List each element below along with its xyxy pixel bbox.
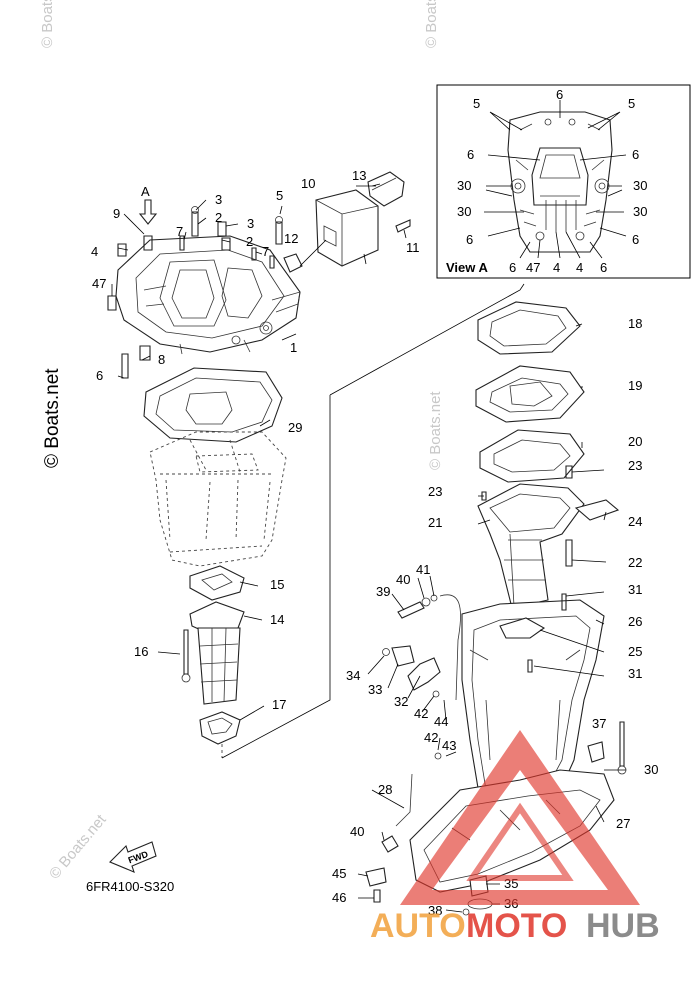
callout-30: 30	[644, 762, 658, 777]
callout-20: 20	[628, 434, 642, 449]
callout-26: 26	[628, 614, 642, 629]
callout-1: 1	[290, 340, 297, 355]
callout-31-bottom: 31	[628, 666, 642, 681]
callout-16: 16	[134, 644, 148, 659]
callout-21: 21	[428, 515, 442, 530]
callout-19: 19	[628, 378, 642, 393]
callout-41: 41	[416, 562, 430, 577]
exhaust-manifold-21	[477, 483, 620, 609]
view-a-callout-6-lower-right: 6	[632, 232, 639, 247]
view-a-frame	[436, 84, 691, 279]
assembly-guide-line	[221, 283, 525, 759]
view-a-callout-30-left-lower: 30	[457, 204, 471, 219]
callout-9: 9	[113, 206, 120, 221]
watermark-mid-left: © Boats.net	[42, 368, 63, 468]
view-a-housing-drawing	[507, 111, 613, 253]
callout-3-mid: 3	[247, 216, 254, 231]
callout-10: 10	[301, 176, 315, 191]
callout-6: 6	[96, 368, 103, 383]
callout-24: 24	[628, 514, 642, 529]
logo-triangle-icon	[400, 730, 640, 905]
logo-text-auto: AUTO	[370, 907, 466, 945]
strainer-group	[181, 565, 245, 758]
view-a-callout-6-left: 6	[467, 147, 474, 162]
callout-17: 17	[272, 697, 286, 712]
callout-18: 18	[628, 316, 642, 331]
oil-pan	[149, 431, 287, 567]
view-a-callout-6-bottom-a: 6	[509, 260, 516, 275]
view-a-callout-47-bottom: 47	[526, 260, 540, 275]
callout-38: 38	[428, 903, 442, 918]
logo-text-moto: MOTO	[466, 907, 567, 945]
view-a-callout-6-bottom-b: 6	[600, 260, 607, 275]
callout-29: 29	[288, 420, 302, 435]
view-a-callout-5-right: 5	[628, 96, 635, 111]
callout-47: 47	[92, 276, 106, 291]
callout-7-right: 7	[262, 244, 269, 259]
watermark-group: © Boats.net © Boats.net © Boats.net © Bo…	[39, 0, 444, 883]
callout-4: 4	[91, 244, 98, 259]
callout-7-left: 7	[176, 224, 183, 239]
view-a-callout-4-bottom-a: 4	[553, 260, 560, 275]
gasket-29	[143, 367, 283, 443]
view-a-callout-5-left: 5	[473, 96, 480, 111]
callout-a-arrow: A	[141, 184, 150, 199]
callout-27: 27	[616, 816, 630, 831]
callout-44: 44	[434, 714, 448, 729]
callout-42-bottom: 42	[424, 730, 438, 745]
callout-3-top: 3	[215, 192, 222, 207]
callout-46: 46	[332, 890, 346, 905]
callout-2-top: 2	[215, 210, 222, 225]
callout-14: 14	[270, 612, 284, 627]
watermark-top-right: © Boats.net	[423, 0, 440, 48]
callout-2-mid: 2	[246, 234, 253, 249]
callout-39: 39	[376, 584, 390, 599]
callout-43: 43	[442, 738, 456, 753]
callout-32: 32	[394, 694, 408, 709]
logo-text-hub: HUB	[586, 907, 660, 945]
callout-8: 8	[158, 352, 165, 367]
callout-42-top: 42	[414, 706, 428, 721]
view-a-callout-6-top: 6	[556, 87, 563, 102]
automotohub-logo: AUTO MOTO HUB	[370, 730, 660, 945]
callout-13: 13	[352, 168, 366, 183]
callout-15: 15	[270, 577, 284, 592]
callout-33: 33	[368, 682, 382, 697]
view-a-callout-6-lower-left: 6	[466, 232, 473, 247]
leader-lines	[111, 183, 626, 913]
callout-40-top: 40	[396, 572, 410, 587]
view-a-title: View A	[446, 260, 489, 275]
callout-37: 37	[592, 716, 606, 731]
diagram-code: 6FR4100-S320	[86, 879, 174, 894]
callout-labels: A 9 3 2 7 3 2 7 5 4 47 10 13 12 11 1 8 6…	[91, 168, 658, 918]
logo-inner-triangle-icon	[466, 802, 574, 881]
callout-31-top: 31	[628, 582, 642, 597]
view-a-callout-30-left-upper: 30	[457, 178, 471, 193]
callout-12: 12	[284, 231, 298, 246]
watermark-mid-right: © Boats.net	[427, 391, 444, 470]
view-a-callout-30-right-lower: 30	[633, 204, 647, 219]
callout-45: 45	[332, 866, 346, 881]
view-a-callout-4-bottom-b: 4	[576, 260, 583, 275]
watermark-top-left: © Boats.net	[39, 0, 56, 48]
callout-23-right: 23	[628, 458, 642, 473]
view-a-callout-30-right-upper: 30	[633, 178, 647, 193]
callout-22: 22	[628, 555, 642, 570]
callout-34: 34	[346, 668, 360, 683]
upper-casing-assembly	[107, 171, 411, 379]
callout-40-bottom: 40	[350, 824, 364, 839]
callout-11: 11	[406, 240, 420, 255]
callout-5: 5	[276, 188, 283, 203]
view-a-inset: 5 6 5 6 6 30 30 30 30 6 6 View A 6 47 4 …	[436, 84, 691, 279]
callout-23-left: 23	[428, 484, 442, 499]
gaskets-18-20	[475, 301, 585, 483]
callout-25: 25	[628, 644, 642, 659]
watermark-bottom-left: © Boats.net	[46, 811, 110, 883]
view-a-callout-6-right: 6	[632, 147, 639, 162]
fwd-arrow: FWD	[109, 841, 157, 873]
callout-28: 28	[378, 782, 392, 797]
